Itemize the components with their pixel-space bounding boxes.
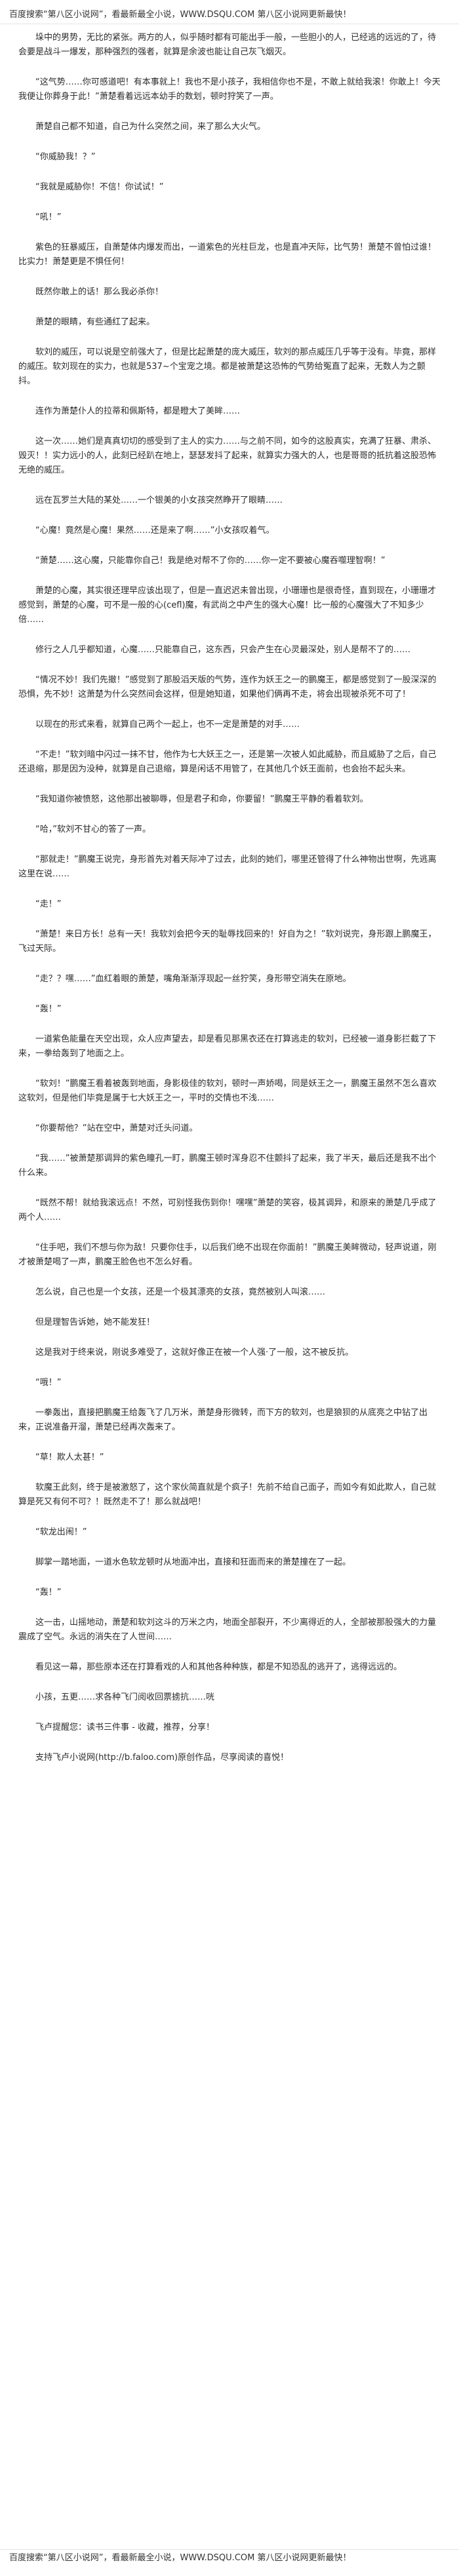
chapter-paragraph: “轰！” [35,1588,62,1597]
chapter-paragraph: 飞卢提醒您：读书三件事 - 收藏，推荐，分享！ [35,1723,214,1732]
chapter-paragraph: 小孩，五更……求各种飞门阅收回票掳抗……咣 [35,1692,215,1702]
chapter-paragraph: 萧楚的眼睛，有些通红了起来。 [35,317,155,327]
chapter-paragraph: “我知道你被愤怒，这他那出被聊辱，但是君子和命，你要留！”鹏魔王平静的看着软刘。 [35,794,369,804]
chapter-paragraph: “轰！” [35,1004,62,1014]
chapter-paragraph: “走？？嘿……”血红着眼的萧楚，嘴角渐渐浮现起一丝狞笑，身形带空消失在原地。 [35,974,351,984]
chapter-paragraph: “你要帮他？”站在空中，萧楚对迁头问道。 [35,1123,198,1133]
chapter-paragraph: 软魔王此刻，终于是被激怒了，这个家伙简直就是个疯子！先前不给自己面子，而如今有如… [18,1483,437,1507]
chapter-paragraph: 远在瓦罗兰大陆的某处……一个银美的小女孩突然睁开了眼睛…… [35,496,283,505]
chapter-paragraph: “不走！”软刘暗中闪过一抹不甘，他作为七大妖王之一，还是第一次被人如此威胁，而且… [18,750,437,774]
chapter-paragraph: “情况不妙！我们先撤！”感觉到了那股滔天版的气势，连作为妖王之一的鹏魔王，都是感… [18,675,437,699]
chapter-paragraph: 这是我对于终来说，刚说多难受了，这就好像正在被一个人强·了一般，这不被反抗。 [35,1348,354,1357]
chapter-paragraph: “萧楚……这心魔，只能靠你自己！我是绝对帮不了你的……你一定不要被心魔吞噬理智啊… [35,556,386,566]
chapter-paragraph: “那就走！”鹏魔王说完，身形首先对着天际冲了过去，此刻的她们，哪里还管得了什么神… [18,855,437,879]
chapter-paragraph: 修行之人几乎都知道，心魔……只能靠自己，这东西，只会产生在心灵最深处，别人是帮不… [35,645,411,655]
chapter-paragraph: “住手吧，我们不想与你为敌！只要你住手，以后我们绝不出现在你面前！”鹏魔王美眸微… [18,1243,437,1267]
chapter-paragraph: 既然你敢上的话！那么我必杀你！ [35,287,164,297]
chapter-paragraph: “走！” [35,899,62,909]
site-footer-text: 百度搜索“第八区小说网”，看最新最全小说，WWW.DSQU.COM 第八区小说网… [9,2553,351,2563]
chapter-paragraph: “哈，”软刘不甘心的答了一声。 [35,825,151,834]
chapter-paragraph: “我……”被萧楚那调异的紫色瞳孔一盯，鹏魔王顿时浑身忍不住颤抖了起来，我了半天，… [18,1154,437,1178]
chapter-paragraph: “软刘！”鹏魔王看着被轰到地面，身影极佳的软刘，顿时一声娇喝，同是妖王之一，鹏魔… [18,1079,437,1103]
chapter-paragraph: 看见这一幕，那些原本还在打算看戏的人和其他各种种族，都是不知恐乱的逃开了，逃得远… [35,1662,403,1672]
chapter-paragraph: “你威胁我！？” [35,152,96,162]
chapter-paragraph: 一拳轰出，直接把鹏魔王给轰飞了几万米，萧楚身形微转，而下方的软刘，也是狼狈的从底… [18,1408,428,1432]
chapter-paragraph: 这一击，山摇地动，萧楚和软刘这斗的万米之内，地面全部裂开，不少离得近的人，全部被… [18,1618,437,1642]
chapter-paragraph: 紫色的狂暴威压，自萧楚体内爆发而出，一道紫色的光柱巨龙，也是直冲天际，比气势！萧… [18,243,437,267]
chapter-paragraph: 一道紫色能量在天空出现，众人应声望去，却是看见那黑衣还在打算逃走的软刘，已经被一… [18,1034,437,1059]
chapter-paragraph: 萧楚的心魔，其实很还理早应该出现了，但是一直迟迟未曾出现，小珊珊也是很奇怪，直到… [18,586,437,625]
chapter-paragraph: 连作为萧楚仆人的拉蒂和佩斯特，都是瞪大了美眸…… [35,406,241,416]
chapter-paragraph: “心魔！竟然是心魔！果然……还是来了啊……”小女孩叹着气。 [35,526,275,536]
chapter-paragraph: “草！欺人太甚！” [35,1453,104,1462]
chapter-paragraph: 这一次……她们是真真切切的感受到了主人的实力……与之前不同，如今的这股真实，充满… [18,437,437,475]
chapter-paragraph: 软刘的威压，可以说是空前强大了，但是比起萧楚的庞大威压，软刘的那点威压几乎等于没… [18,347,437,386]
chapter-paragraph: 萧楚自己都不知道，自己为什么突然之间，来了那么大火气。 [35,122,266,132]
chapter-paragraph: 但是理智告诉她，她不能发狂！ [35,1317,155,1327]
chapter-paragraph: “我就是威胁你！不信！你试试！” [35,182,164,192]
chapter-paragraph: 怎么说，自己也是一个女孩，还是一个极其漂亮的女孩，竟然被别人叫滚…… [35,1287,326,1297]
chapter-paragraph: “既然不帮！就给我滚远点！不然，可别怪我伤到你！嘿嘿”萧楚的笑容，极其调异，和原… [18,1198,437,1222]
chapter-content: 垛中的男势，无比的紧张。两方的人，似乎随时都有可能出手一般，一些胆小的人，已经逃… [0,24,459,1765]
chapter-paragraph: “吼！” [35,212,62,222]
chapter-paragraph: 支持飞卢小说网(http://b.faloo.com)原创作品，尽享阅读的喜悦！ [35,1753,289,1763]
chapter-paragraph: 垛中的男势，无比的紧张。两方的人，似乎随时都有可能出手一般，一些胆小的人，已经逃… [18,33,437,57]
site-header-text: 百度搜索“第八区小说网”，看最新最全小说，WWW.DSQU.COM 第八区小说网… [9,10,351,20]
site-footer-banner: 百度搜索“第八区小说网”，看最新最全小说，WWW.DSQU.COM 第八区小说网… [0,2549,459,2567]
chapter-paragraph: “这气势……你可感道吧！有本事就上！我也不是小孩子，我相信你也不是，不敢上就给我… [18,77,441,102]
chapter-paragraph: “萧楚！来日方长！总有一天！我软刘会把今天的耻辱找回来的！好自为之！”软刘说完，… [18,929,437,954]
chapter-paragraph: “哦！” [35,1378,62,1388]
chapter-paragraph: 以现在的形式来看，就算自己两个一起上，也不一定是萧楚的对手…… [35,720,300,730]
chapter-paragraph: “软龙出闹！” [35,1527,87,1537]
site-header-banner: 百度搜索“第八区小说网”，看最新最全小说，WWW.DSQU.COM 第八区小说网… [0,7,459,24]
chapter-paragraph: 脚掌一踏地面，一道水色软龙顿时从地面冲出，直接和狂面而来的萧楚撞在了一起。 [35,1557,351,1567]
